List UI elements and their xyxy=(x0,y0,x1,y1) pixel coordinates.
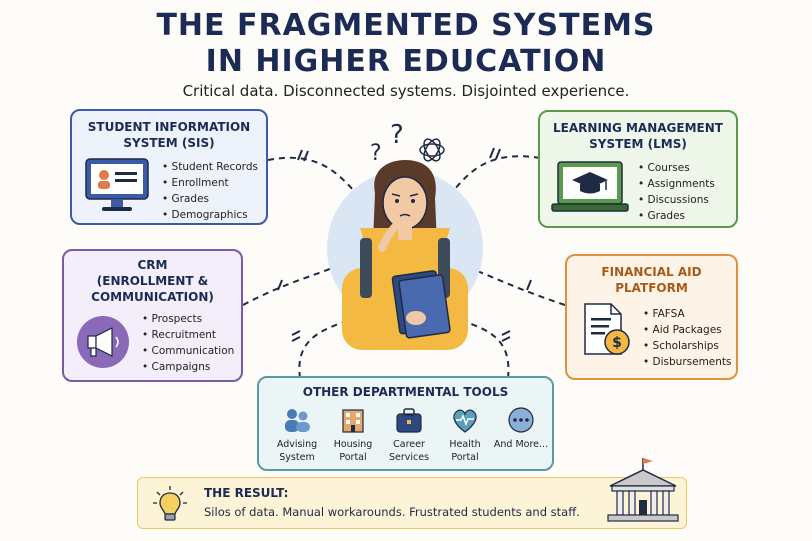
list-item: Courses xyxy=(638,160,715,176)
megaphone-icon xyxy=(77,316,129,368)
list-item: Aid Packages xyxy=(643,322,732,338)
tool-label-line1: Health xyxy=(449,439,481,450)
computer-id-card-icon xyxy=(85,158,149,211)
tool-label-line1: Housing xyxy=(333,439,373,450)
list-item: Grades xyxy=(638,208,715,224)
list-item: Campaigns xyxy=(142,359,234,375)
lms-title-line2: SYSTEM (LMS) xyxy=(589,137,687,151)
other-tools-box: OTHER DEPARTMENTAL TOOLS Advising System… xyxy=(257,376,554,471)
sis-title-line1: STUDENT INFORMATION xyxy=(87,120,251,134)
page-title-line2: IN HIGHER EDUCATION xyxy=(205,44,607,79)
lms-box: LEARNING MANAGEMENT SYSTEM (LMS) Courses… xyxy=(538,110,738,228)
financial-aid-item-list: FAFSA Aid Packages Scholarships Disburse… xyxy=(643,306,732,370)
people-icon xyxy=(285,409,310,432)
crm-title-line2: (ENROLLMENT & xyxy=(96,274,209,288)
list-item: Recruitment xyxy=(142,327,234,343)
tool-health-portal: Health Portal xyxy=(435,406,495,464)
more-dots-icon xyxy=(508,407,534,433)
list-item: Enrollment xyxy=(162,175,258,191)
crm-title-line3: COMMUNICATION) xyxy=(91,290,214,304)
tool-label-line1: Career xyxy=(393,439,425,450)
atom-icon xyxy=(419,138,445,162)
tool-label-line2: Services xyxy=(388,452,430,463)
sis-box: STUDENT INFORMATION SYSTEM (SIS) Student… xyxy=(70,109,268,225)
sis-item-list: Student Records Enrollment Grades Demogr… xyxy=(162,159,258,223)
tool-label-line2: Portal xyxy=(339,452,367,463)
confused-student-illustration: ? ? xyxy=(327,120,483,350)
tool-career-services: Career Services xyxy=(379,406,439,464)
laptop-graduation-cap-icon xyxy=(551,161,629,212)
question-mark-icon: ? xyxy=(370,141,382,166)
tool-label-line2: Portal xyxy=(451,452,479,463)
question-mark-icon: ? xyxy=(390,120,404,150)
tool-and-more: And More... xyxy=(491,406,551,451)
list-item: Prospects xyxy=(142,311,234,327)
crm-title-line1: CRM xyxy=(137,258,168,272)
list-item: Demographics xyxy=(162,207,258,223)
tool-housing-portal: Housing Portal xyxy=(323,406,383,464)
list-item: Discussions xyxy=(638,192,715,208)
crm-box: CRM (ENROLLMENT & COMMUNICATION) Prospec… xyxy=(62,249,243,382)
other-tools-title: OTHER DEPARTMENTAL TOOLS xyxy=(302,385,509,399)
result-title: THE RESULT: xyxy=(204,486,289,500)
lms-item-list: Courses Assignments Discussions Grades xyxy=(638,160,715,224)
tool-advising-system: Advising System xyxy=(267,406,327,464)
university-building-icon xyxy=(607,458,679,522)
lightbulb-icon xyxy=(153,486,187,521)
document-dollar-icon: $ xyxy=(584,303,630,355)
sis-title-line2: SYSTEM (SIS) xyxy=(123,136,215,150)
result-banner: THE RESULT: Silos of data. Manual workar… xyxy=(137,477,687,529)
list-item: Assignments xyxy=(638,176,715,192)
heart-pulse-icon xyxy=(453,409,477,433)
financial-aid-title-line2: PLATFORM xyxy=(615,281,688,295)
crm-item-list: Prospects Recruitment Communication Camp… xyxy=(142,311,235,375)
financial-aid-title-line1: FINANCIAL AID xyxy=(601,265,702,279)
list-item: Student Records xyxy=(162,159,258,175)
list-item: Communication xyxy=(142,343,235,359)
list-item: FAFSA xyxy=(643,306,732,322)
svg-text:$: $ xyxy=(612,335,622,351)
tool-label-line1: And More... xyxy=(493,439,549,450)
financial-aid-box: FINANCIAL AID PLATFORM $ FAFSA Aid Packa… xyxy=(565,254,738,380)
list-item: Grades xyxy=(162,191,258,207)
result-text: Silos of data. Manual workarounds. Frust… xyxy=(204,505,580,519)
tool-label-line2: System xyxy=(279,452,315,463)
building-icon xyxy=(342,409,364,433)
list-item: Scholarships xyxy=(643,338,732,354)
list-item: Disbursements xyxy=(643,354,732,370)
page-subtitle: Critical data. Disconnected systems. Dis… xyxy=(182,82,630,100)
lms-title-line1: LEARNING MANAGEMENT xyxy=(553,121,723,135)
briefcase-icon xyxy=(396,408,422,433)
page-title-line1: THE FRAGMENTED SYSTEMS xyxy=(156,8,656,43)
tool-label-line1: Advising xyxy=(276,439,318,450)
